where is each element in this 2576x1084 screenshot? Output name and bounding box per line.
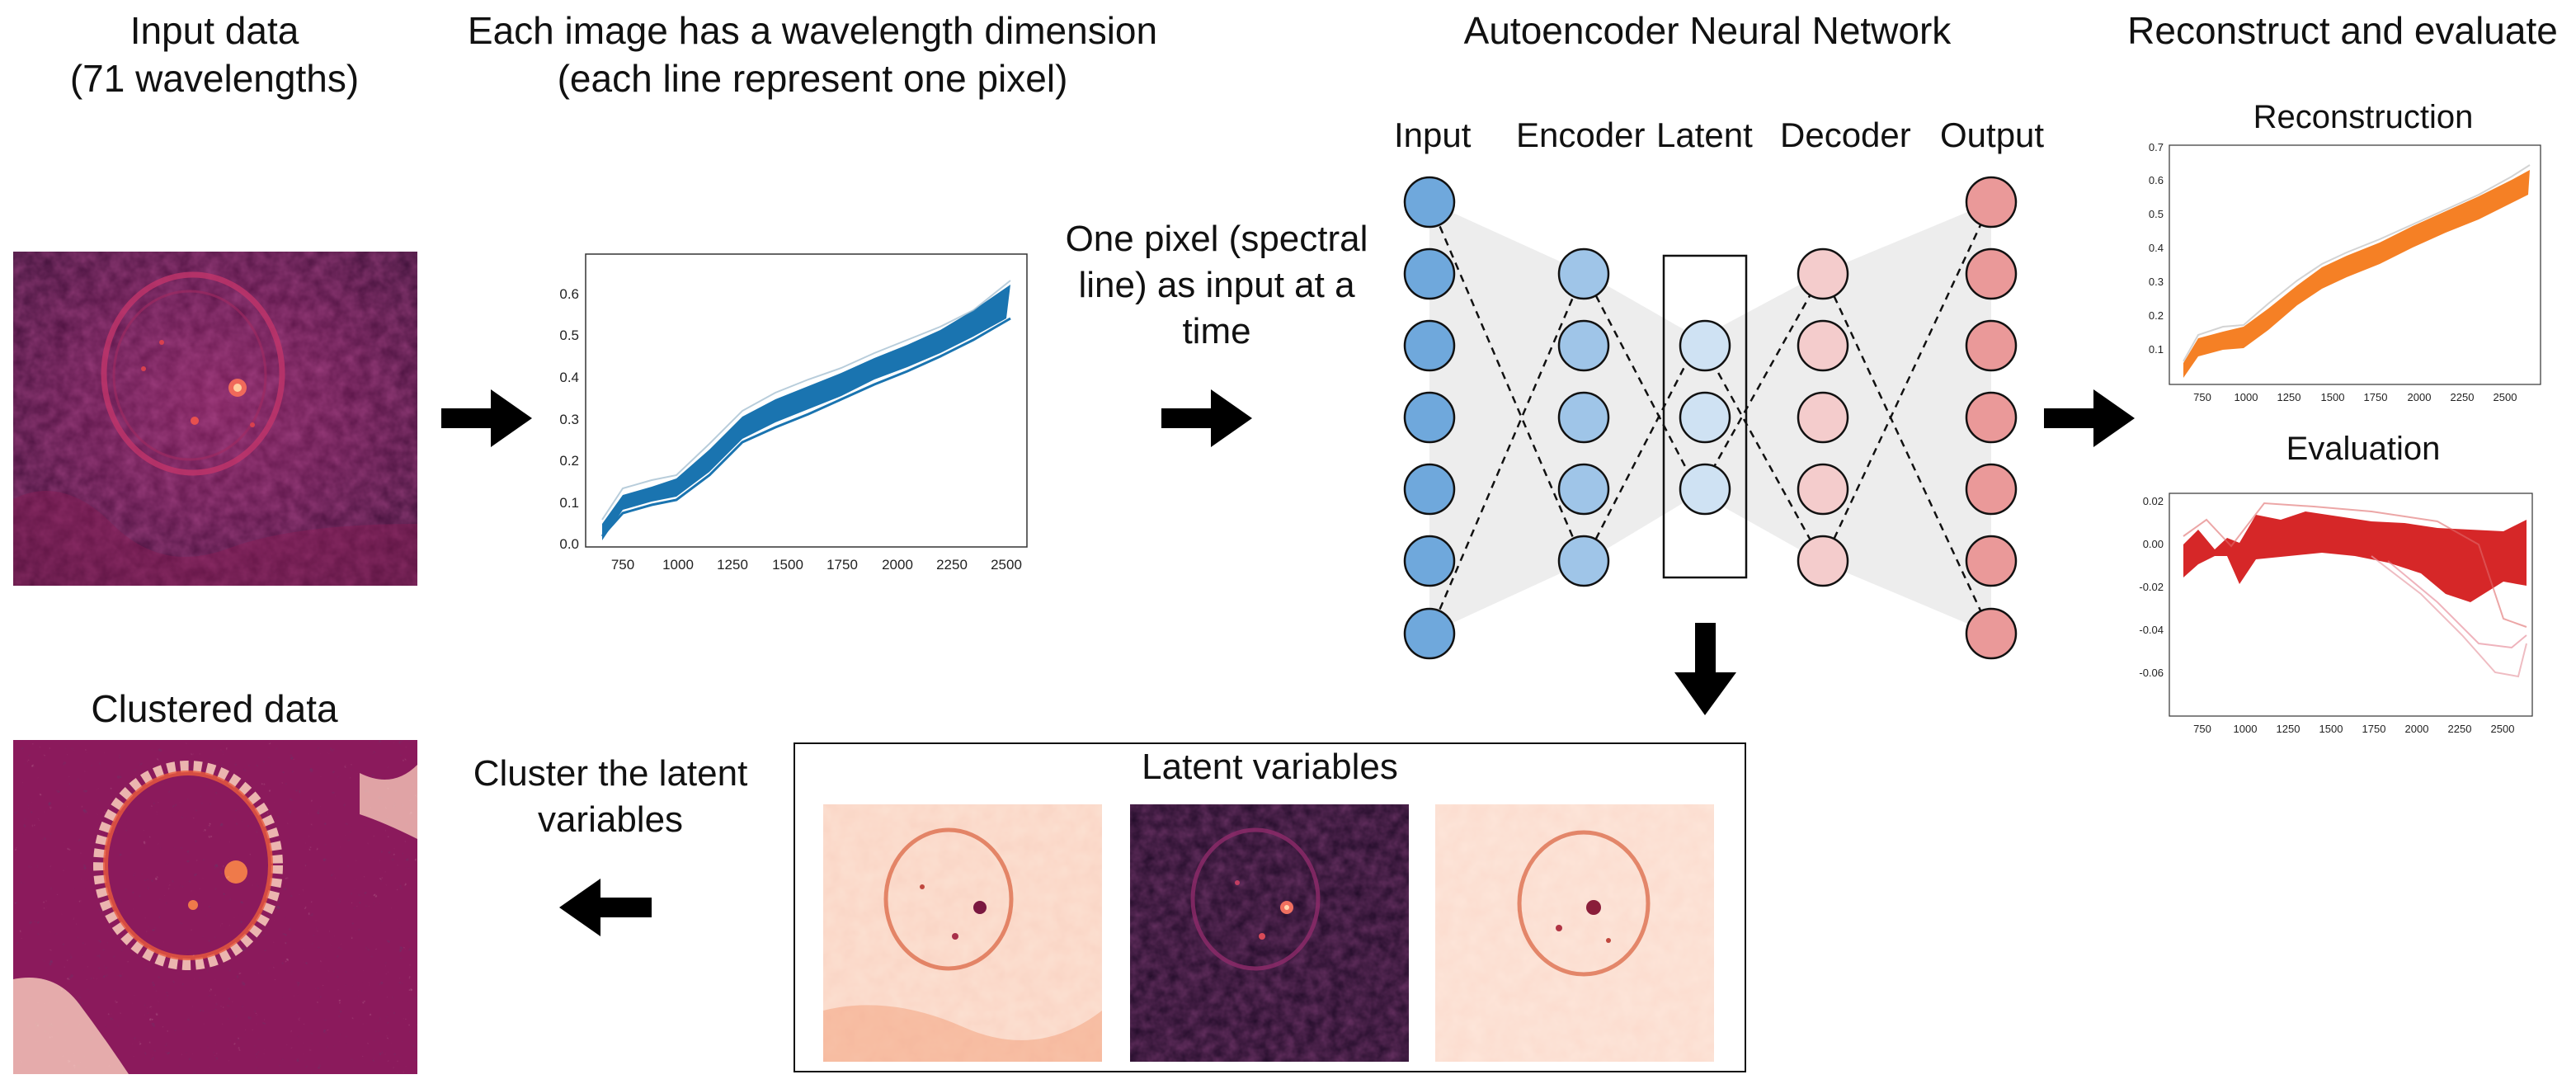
- latent-image-1: [823, 804, 1102, 1062]
- svg-text:2500: 2500: [2494, 391, 2517, 403]
- reconstruction-title: Reconstruction: [2253, 99, 2474, 135]
- output-layer: [1965, 176, 2018, 660]
- autoencoder-diagram: [1403, 176, 2018, 660]
- latent-image-2: [1130, 804, 1409, 1062]
- svg-text:2000: 2000: [2405, 723, 2429, 735]
- wavelength-title: Each image has a wavelength dimension (e…: [467, 9, 1158, 100]
- svg-text:0.6: 0.6: [559, 286, 579, 302]
- spectra-band: [602, 285, 1010, 540]
- arrow-right-icon: [1161, 389, 1252, 447]
- label-encoder: Encoder: [1516, 115, 1646, 154]
- arrow-down-icon: [1674, 623, 1736, 715]
- svg-text:1500: 1500: [2321, 391, 2345, 403]
- spectra-x-ticks: 750 1000 1250 1500 1750 2000 2250 2500: [611, 557, 1022, 573]
- svg-text:0.2: 0.2: [559, 453, 579, 469]
- input-layer: [1403, 176, 1456, 660]
- latent-variables-title: Latent variables: [1142, 747, 1398, 787]
- svg-text:-0.06: -0.06: [2139, 667, 2164, 679]
- reconstruction-band: [2183, 170, 2530, 378]
- svg-text:1250: 1250: [717, 557, 748, 573]
- label-decoder: Decoder: [1780, 115, 1911, 154]
- svg-text:1500: 1500: [2319, 723, 2343, 735]
- svg-text:1000: 1000: [2235, 391, 2258, 403]
- arrow-right-icon: [2044, 389, 2135, 447]
- svg-text:0.0: 0.0: [559, 536, 579, 552]
- latent-box: [1662, 254, 1748, 579]
- svg-text:0.6: 0.6: [2149, 174, 2164, 186]
- svg-text:2500: 2500: [991, 557, 1022, 573]
- svg-text:1000: 1000: [2234, 723, 2258, 735]
- arrow-left-icon: [559, 879, 652, 936]
- input-data-image: [13, 252, 417, 586]
- svg-text:0.5: 0.5: [559, 328, 579, 343]
- reconstruction-plot: 0.1 0.2 0.3 0.4 0.5 0.6 0.7 750 1000 125…: [2149, 141, 2541, 403]
- reconstruct-evaluate-title: Reconstruct and evaluate: [2127, 9, 2558, 52]
- svg-text:-0.02: -0.02: [2139, 581, 2164, 593]
- svg-text:0.4: 0.4: [559, 370, 579, 385]
- svg-text:0.3: 0.3: [2149, 276, 2164, 288]
- latent-variables-panel: [794, 742, 1746, 1072]
- latent-layer: [1679, 319, 1731, 516]
- svg-text:750: 750: [611, 557, 634, 573]
- spectra-plot: 0.0 0.1 0.2 0.3 0.4 0.5 0.6 750 1000 125…: [559, 253, 1028, 573]
- clustered-data-title: Clustered data: [91, 687, 338, 730]
- svg-text:-0.04: -0.04: [2139, 624, 2164, 636]
- evaluation-title: Evaluation: [2286, 431, 2441, 467]
- evaluation-y-ticks: 0.02 0.00 -0.02 -0.04 -0.06: [2139, 495, 2164, 679]
- svg-text:0.3: 0.3: [559, 412, 579, 427]
- svg-text:750: 750: [2193, 391, 2211, 403]
- clustered-data-image: [13, 740, 417, 1074]
- svg-text:2500: 2500: [2491, 723, 2515, 735]
- spectra-y-ticks: 0.0 0.1 0.2 0.3 0.4 0.5 0.6: [559, 286, 579, 552]
- evaluation-x-ticks: 750 1000 1250 1500 1750 2000 2250 2500: [2193, 723, 2514, 735]
- svg-text:1750: 1750: [2364, 391, 2388, 403]
- label-output: Output: [1940, 115, 2045, 154]
- latent-image-3: [1435, 804, 1714, 1062]
- decoder-layer: [1797, 247, 1849, 587]
- svg-text:1750: 1750: [2362, 723, 2386, 735]
- one-pixel-caption: One pixel (spectral line) as input at a …: [1065, 219, 1368, 351]
- svg-text:1250: 1250: [2277, 723, 2301, 735]
- svg-text:2250: 2250: [2448, 723, 2472, 735]
- arrow-right-icon: [441, 389, 532, 447]
- svg-text:1750: 1750: [826, 557, 858, 573]
- svg-text:1250: 1250: [2277, 391, 2301, 403]
- svg-text:2250: 2250: [2451, 391, 2475, 403]
- evaluation-plot: 0.02 0.00 -0.02 -0.04 -0.06 750 1000 125…: [2139, 493, 2533, 735]
- svg-text:0.5: 0.5: [2149, 208, 2164, 220]
- svg-text:0.4: 0.4: [2149, 242, 2164, 254]
- svg-text:0.1: 0.1: [559, 495, 579, 511]
- label-latent: Latent: [1656, 115, 1753, 154]
- svg-text:0.2: 0.2: [2149, 309, 2164, 322]
- evaluation-band: [2183, 511, 2527, 602]
- svg-text:750: 750: [2193, 723, 2211, 735]
- encoder-layer: [1557, 247, 1610, 587]
- autoencoder-title: Autoencoder Neural Network: [1463, 9, 1952, 52]
- svg-text:2000: 2000: [882, 557, 913, 573]
- reconstruction-y-ticks: 0.1 0.2 0.3 0.4 0.5 0.6 0.7: [2149, 141, 2164, 356]
- svg-text:1000: 1000: [662, 557, 694, 573]
- svg-text:0.7: 0.7: [2149, 141, 2164, 153]
- svg-text:0.02: 0.02: [2143, 495, 2164, 507]
- reconstruction-x-ticks: 750 1000 1250 1500 1750 2000 2250 2500: [2193, 391, 2517, 403]
- input-data-title: Input data (71 wavelengths): [69, 9, 360, 100]
- svg-text:0.00: 0.00: [2143, 538, 2164, 550]
- cluster-caption: Cluster the latent variables: [473, 753, 748, 840]
- svg-text:0.1: 0.1: [2149, 343, 2164, 356]
- svg-text:1500: 1500: [772, 557, 803, 573]
- svg-text:2000: 2000: [2408, 391, 2432, 403]
- label-input: Input: [1394, 115, 1472, 154]
- svg-text:2250: 2250: [936, 557, 968, 573]
